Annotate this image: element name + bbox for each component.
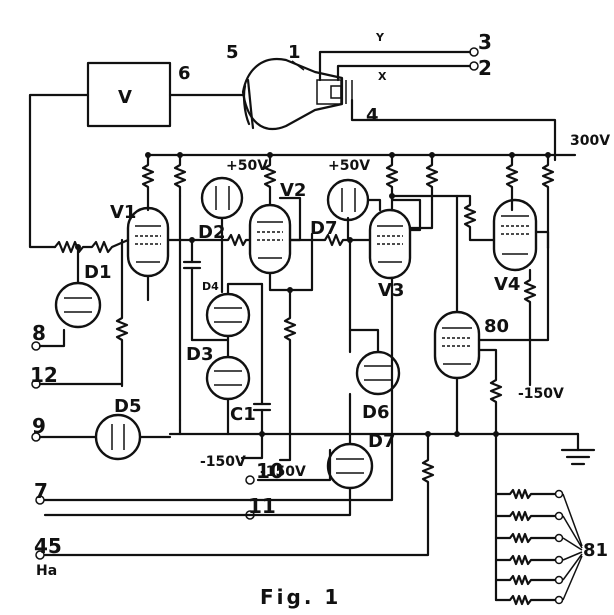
c1-label: C1 [230,404,256,425]
diode-d5 [94,413,142,461]
tube-80-label: 80 [484,316,509,337]
ground-symbol [560,432,596,466]
neg-150-label-a: -150V [518,386,564,402]
d4-label: D4 [202,280,219,293]
d7-lower-label: D7 [368,431,395,452]
terminal-2: 2 [478,56,492,80]
plus-50-label-b: +50V [328,158,370,174]
d5-label: D5 [114,396,141,417]
ref-1: 1 [288,42,301,63]
cathode-ray-tube [241,57,353,131]
terminal-45-sub: Ha [36,563,57,579]
plus-50-label-a: +50V [226,158,268,174]
tube-v4 [492,198,538,272]
terminal-11: 11 [248,494,276,518]
amplifier-block: V [86,61,172,128]
diode-d7-lower [326,442,374,490]
terminal-8: 8 [32,321,46,345]
diode-d2 [200,176,244,220]
tube-80 [433,310,481,380]
plate-resistors [141,153,555,250]
neg-150-label-b: -150V [200,454,246,470]
ref-5: 5 [226,42,239,63]
d3-label: D3 [186,344,213,365]
ref-6: 6 [178,63,191,84]
resistor-network-81 [494,488,583,606]
diode-d1 [54,281,102,329]
figure-caption: Fig. 1 [260,585,341,609]
diode-d4 [205,292,251,338]
terminal-9: 9 [32,414,46,438]
tube-v3 [368,208,412,280]
capacitor-v1-v2 [182,238,202,342]
ref-4: 4 [366,105,379,126]
x-label: X [378,70,387,83]
d1-label: D1 [84,262,111,283]
d7-upper-label: D7 [310,218,337,239]
terminal-45: 45 [34,534,62,558]
network-81-label: 81 [583,540,608,561]
v4-label: V4 [494,274,520,295]
v2-label: V2 [280,180,306,201]
terminal-7: 7 [34,479,48,503]
wiring [38,194,550,602]
amplifier-label: V [118,87,132,108]
diode-d7-upper [326,178,370,222]
y-label: Y [375,31,385,44]
terminals [31,341,255,560]
capacitor-c1 [252,282,272,436]
v1-label: V1 [110,202,136,223]
tube-v2 [248,203,292,275]
b-plus-label: 300V [570,133,610,149]
neg-150-label-c: -150V [260,464,306,480]
terminal-10: 10 [256,459,284,483]
d2-label: D2 [198,222,225,243]
terminal-12: 12 [30,363,58,387]
terminal-3: 3 [478,30,492,54]
d6-label: D6 [362,402,389,423]
